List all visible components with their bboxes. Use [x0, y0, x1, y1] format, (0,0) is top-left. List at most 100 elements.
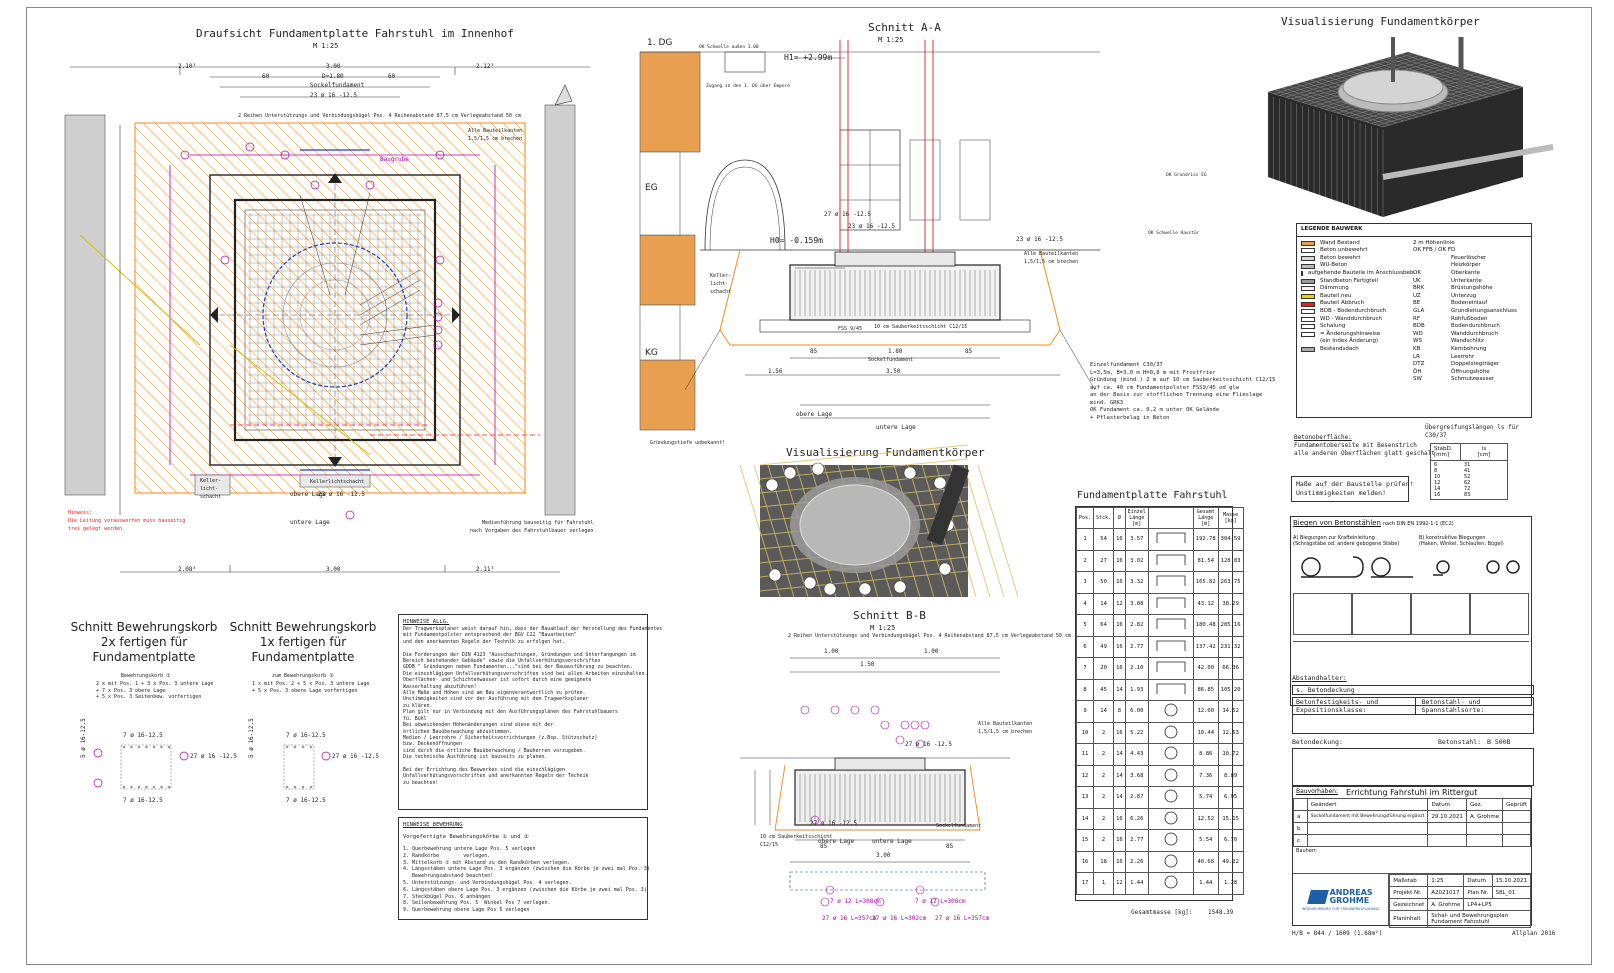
legend-abbrev: Feuerlöscher	[1413, 255, 1525, 263]
rebar-note-item: 2. Randkörbe verlegen.	[403, 852, 491, 859]
legend-title: LEGENDE BAUWERK	[1297, 224, 1531, 237]
legend-abbrev-code: SW	[1413, 376, 1422, 383]
plan-untere-lage: untere Lage	[290, 519, 330, 526]
plan-rebar-top: 23 ø 16 -12.5	[310, 92, 357, 99]
legend-item-label: Bauteil neu	[1320, 292, 1352, 299]
rebar-total: 1548.39	[1208, 909, 1234, 916]
concrete-surface-title: Betonoberfläche:	[1294, 434, 1352, 441]
bauvorhaben: Errichtung Fahrstuhl im Rittergut	[1345, 788, 1478, 797]
hatch-line	[135, 186, 442, 493]
table-cell: 27	[1093, 549, 1115, 572]
rebar-shape-sketch	[1147, 743, 1194, 766]
table-cell: 2.82	[1124, 614, 1149, 637]
table-cell: 8	[1113, 700, 1126, 723]
bar-shape-icon	[1164, 854, 1178, 868]
cage1-side-bar: 27 ø 16 -12.5	[190, 753, 237, 760]
aa-grundriss: OK Grundriss EG	[1166, 173, 1207, 178]
aa-rebar3: 23 ø 16 -12.5	[1016, 236, 1063, 243]
legend-item-label: Schalung	[1320, 323, 1346, 330]
hatch-line	[135, 150, 478, 493]
bar-dot	[309, 785, 313, 789]
table-cell: 1.44	[1124, 872, 1149, 895]
position-tag	[895, 735, 905, 745]
rebar-notes-box: HINWEISE BEWEHRUNG Vorgefertigte Bewehru…	[398, 817, 650, 920]
table-cell: 3.02	[1124, 549, 1149, 572]
legend-abbrev-code: ÖH	[1413, 368, 1422, 375]
table-cell: 128.83	[1217, 549, 1244, 572]
render-line	[907, 464, 949, 598]
table-cell: 16	[1113, 571, 1126, 594]
bauherr-label: Bauherr:	[1293, 847, 1531, 874]
table-cell: 45	[1093, 678, 1115, 701]
legend-abbrev-code: BDB	[1413, 323, 1425, 330]
rebar-col-header: Gesamt Länge [m]	[1192, 507, 1219, 529]
table-cell: 14	[1075, 807, 1095, 830]
table-cell: 2.77	[1124, 635, 1149, 658]
table-cell: 12	[1113, 592, 1126, 615]
position-tag	[433, 312, 443, 322]
table-cell: 3.08	[1124, 592, 1149, 615]
position-tag	[800, 705, 810, 715]
rebar-notes-title: HINWEISE BEWEHRUNG	[403, 822, 463, 828]
footer-software: Allplan 2016	[1512, 930, 1556, 937]
legend-abbrev-code: WS	[1413, 338, 1422, 345]
legend-item-sublabel: (ein Index Änderung)	[1320, 338, 1379, 345]
table-cell: 6.95	[1217, 786, 1244, 809]
plan-sockel-label: Sockelfundament	[310, 82, 365, 89]
table-cell: 2	[1075, 549, 1095, 572]
plan-bottom-note: Medienführung bauseitig für Fahrstuhl na…	[470, 520, 594, 534]
table-cell: 5.22	[1124, 721, 1149, 744]
hatch-line	[135, 138, 490, 493]
aa-dim-180: 1.80	[888, 348, 903, 355]
legend-abbrev-code: GLA	[1413, 307, 1425, 314]
position-tag	[280, 150, 290, 160]
table-cell: 14	[1113, 786, 1126, 809]
table-cell: 165.82	[1192, 571, 1219, 594]
hatch-line	[135, 246, 382, 493]
overlap-cell: 14	[1434, 486, 1441, 492]
bb-dim-85b: 85	[946, 843, 954, 850]
rebar-shape-sketch	[1147, 528, 1194, 551]
hatch-line	[135, 258, 370, 493]
rebar-table-title: Fundamentplatte Fahrstuhl	[1077, 490, 1228, 501]
hatch-line	[346, 123, 525, 302]
legend-item: aufgehende Bauteile im Anschlussbeb.	[1301, 270, 1415, 278]
gezeichnet: A. Grohme	[1427, 898, 1465, 911]
hatch-line	[454, 123, 525, 194]
cage1-text: 2 x mit Pos. 1 + 3 x Pos. 3 untere Lage …	[96, 681, 214, 700]
aa-rebar2: 23 ø 16 -12.5	[848, 223, 895, 230]
overlap-head-ls: ls [cm]	[1460, 443, 1508, 461]
legend-swatch	[1301, 256, 1315, 262]
aa-ok-schwelle: OK Schwelle außen 1.00	[699, 45, 759, 50]
legend-swatch	[1301, 294, 1315, 300]
table-cell: 192.78	[1192, 528, 1219, 551]
legend-item-label: BDB - Bodendurchbruch	[1320, 307, 1387, 314]
rebar-note-item: 9. Querbewehrung obere Lage Pos 5 verleg…	[403, 907, 530, 914]
bar-shape-icon	[1156, 554, 1186, 565]
legend-abbrev: 2 m Höhenlinie	[1413, 240, 1525, 248]
rev-col-datum: Datum	[1427, 798, 1467, 811]
hatch-line	[226, 123, 525, 422]
table-cell: 4.43	[1124, 743, 1149, 766]
legend-abbrev-text: Doppelstegträger	[1451, 361, 1500, 368]
legend-item-label: Standbeton Fertigteil	[1320, 277, 1378, 284]
rebar-shape-sketch	[1147, 571, 1194, 594]
position-tag	[823, 582, 837, 596]
table-cell: 13	[1075, 786, 1095, 809]
aa-zugang: Zugang in den 1. DG über Empore	[706, 84, 790, 89]
rebar-note-item: 4. Längsstäben untere Lage Pos. 3 ergänz…	[403, 866, 650, 873]
legend-swatch	[1301, 324, 1315, 330]
aa-level-kg: KG	[645, 348, 658, 358]
rev-col-geaendert: Geändert	[1306, 798, 1429, 811]
table-cell: 15	[1075, 829, 1095, 852]
rev-a-text: Sockelfundament mit Bewehrungsführung er…	[1306, 810, 1429, 823]
hatch-line	[135, 162, 466, 493]
hatch-line	[135, 354, 274, 493]
hatch-line	[382, 123, 525, 266]
position-tag	[245, 142, 255, 152]
